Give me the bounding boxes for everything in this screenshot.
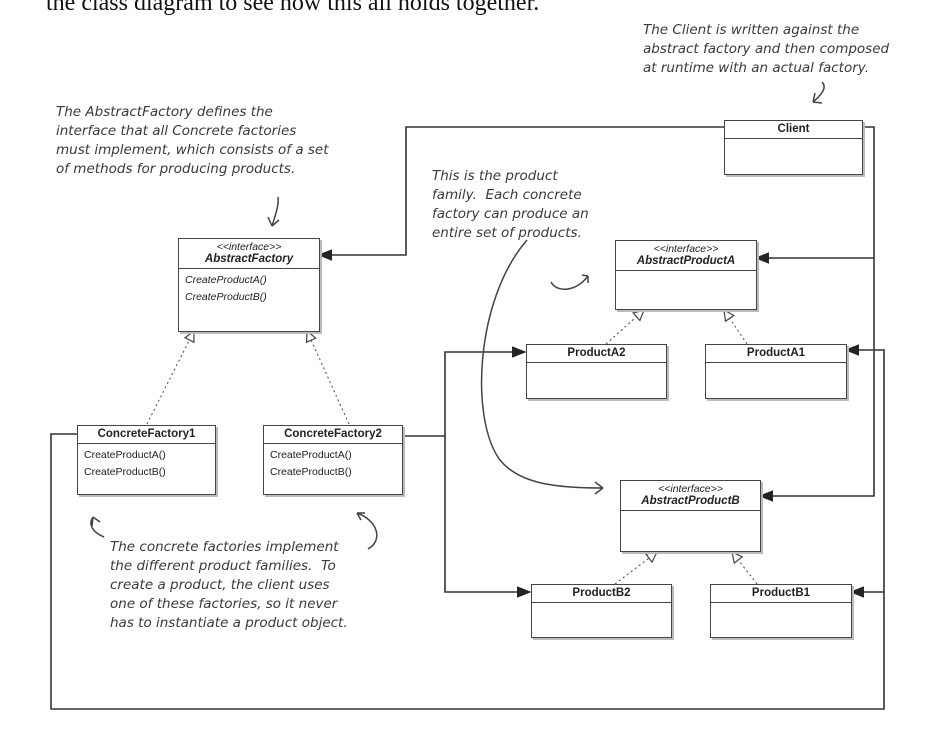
product-a1-class: ProductA1 [705, 344, 847, 399]
concrete-factory-2-class: ConcreteFactory2 CreateProductA() Create… [263, 425, 403, 495]
concrete-factories-note: The concrete factories implement the dif… [110, 539, 348, 631]
product-b1-class-name: ProductB1 [751, 587, 811, 599]
abstract-product-a-class-name: AbstractProductA [636, 255, 736, 267]
client-note: The Client is written against the abstra… [643, 22, 890, 76]
product-family-swirl-icon [550, 274, 589, 290]
product-a1-class-name: ProductA1 [746, 347, 806, 359]
product-b1-realizes-line [732, 552, 758, 585]
product-a2-realizes-line [605, 310, 644, 345]
product-a2-class: ProductA2 [526, 344, 667, 399]
abstract-factory-stereotype: <<interface>> [216, 241, 282, 253]
concrete-factories-right-bracket-icon [356, 512, 378, 550]
product-a2-class-name: ProductA2 [567, 347, 626, 359]
abstract-factory-note-arrow-icon [267, 196, 280, 227]
abstract-product-b-class-name: AbstractProductB [641, 495, 740, 507]
abstract-factory-method: CreateProductA() [185, 274, 267, 286]
concrete-factory-1-method: CreateProductB() [84, 466, 166, 478]
abstract-factory-method: CreateProductB() [185, 291, 267, 303]
abstract-product-b-class: <<interface>> AbstractProductB [620, 480, 761, 552]
factory1-realizes-abstract-factory-line [146, 331, 194, 425]
client-class: Client [724, 120, 863, 175]
intro-text: the class diagram to see how this all ho… [46, 0, 540, 16]
abstract-product-a-stereotype: <<interface>> [653, 243, 719, 255]
product-b2-class-name: ProductB2 [572, 587, 631, 599]
concrete-factory-1-class-name: ConcreteFactory1 [97, 428, 196, 440]
abstract-product-a-class: <<interface>> AbstractProductA [615, 240, 757, 310]
product-family-curve-icon [480, 239, 604, 495]
client-to-products-line [758, 126, 875, 502]
product-b2-class: ProductB2 [531, 584, 672, 638]
abstract-factory-note: The AbstractFactory defines the interfac… [56, 104, 329, 177]
product-a1-realizes-line [724, 310, 748, 345]
concrete-factory-2-method: CreateProductA() [270, 449, 352, 461]
factory2-to-product-b2-line [444, 436, 532, 598]
client-class-name: Client [777, 123, 810, 135]
concrete-factory-1-method: CreateProductA() [84, 449, 166, 461]
concrete-factories-left-bracket-icon [90, 516, 105, 538]
abstract-factory-class: <<interface>> AbstractFactory CreateProd… [178, 238, 320, 332]
factory2-to-product-a2-line [402, 346, 527, 437]
abstract-factory-class-name: AbstractFactory [204, 253, 294, 265]
concrete-factory-2-class-name: ConcreteFactory2 [284, 428, 382, 440]
factory1-outer-loop-line [50, 344, 885, 710]
concrete-factory-2-method: CreateProductB() [270, 466, 352, 478]
product-b2-realizes-line [614, 552, 657, 585]
factory2-realizes-abstract-factory-line [307, 331, 350, 425]
concrete-factory-1-class: ConcreteFactory1 CreateProductA() Create… [77, 425, 216, 495]
product-b1-class: ProductB1 [710, 584, 852, 638]
abstract-product-b-stereotype: <<interface>> [658, 483, 723, 495]
client-note-arrow-icon [812, 81, 825, 104]
product-family-note: This is the product family. Each concret… [432, 168, 589, 241]
client-to-abstract-factory-line [317, 126, 724, 261]
